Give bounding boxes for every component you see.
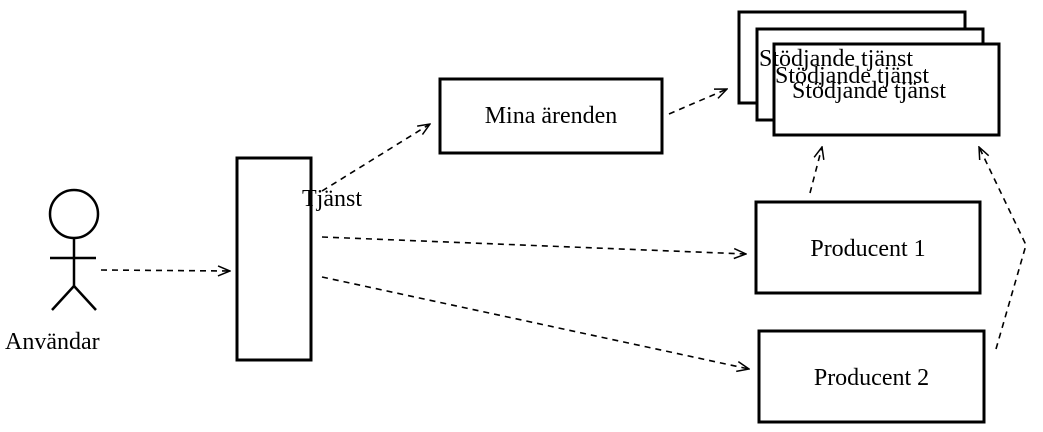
- producer-2-box: [757, 329, 986, 424]
- arrow-service-to-producer-1: [321, 236, 746, 254]
- supporting-service-label-front: Stödjande tjänst: [792, 78, 946, 104]
- my-cases-box: [438, 77, 664, 155]
- producer-2-label: Producent 2: [813, 365, 930, 391]
- arrow-service-to-producer-2: [321, 276, 749, 369]
- supporting-service-label-middle: Stödjande tjänst: [775, 63, 929, 89]
- arrow-service-to-my-cases: [321, 124, 430, 192]
- arrow-my-cases-to-supporting-service: [668, 89, 727, 115]
- service-box: [235, 156, 313, 362]
- supporting-services-stack: [737, 10, 1001, 137]
- producer-1-box: [754, 200, 982, 295]
- service-label: Tjänst: [302, 186, 362, 212]
- producer-1-label: Producent 1: [810, 236, 926, 262]
- user-actor-icon: [48, 188, 100, 311]
- actor-label: Användar: [5, 329, 100, 355]
- arrow-producer-2-to-supporting-service: [979, 147, 1027, 350]
- supporting-service-box-front: [772, 42, 1001, 137]
- arrow-user-to-service: [100, 270, 230, 271]
- supporting-service-label-back: Stödjande tjänst: [759, 46, 913, 72]
- my-cases-label: Mina ärenden: [484, 103, 618, 129]
- arrow-producer-1-to-supporting-service: [809, 147, 822, 194]
